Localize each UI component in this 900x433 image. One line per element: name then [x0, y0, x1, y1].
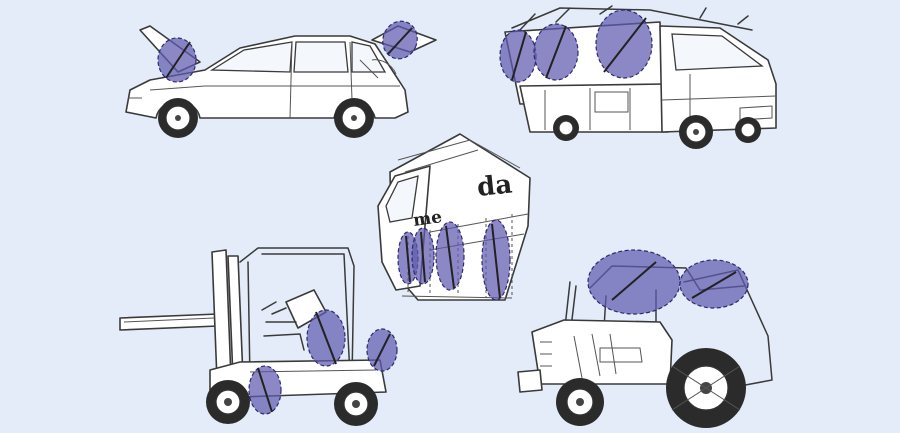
delivery-van-vehicle — [499, 5, 777, 149]
tractor-cab-window-strut-highlight — [587, 249, 681, 315]
truck-trailer-vehicle: da me — [377, 133, 531, 301]
suv-hood-strut-highlight — [157, 37, 197, 83]
suv-vehicle — [125, 20, 437, 138]
suv-tailgate-strut-highlight — [382, 20, 418, 60]
tractor-rear-window-strut-highlight — [679, 259, 749, 309]
van-flap-strut-highlight-2 — [533, 23, 579, 81]
trailer-lettering-line2: me — [412, 207, 443, 231]
tractor-vehicle — [517, 249, 773, 428]
forklift-rear-strut-highlight — [366, 328, 398, 372]
forklift-seat-strut-highlight — [306, 309, 346, 367]
trailer-door-strut-highlight-4 — [481, 219, 511, 301]
forklift-hood-strut-highlight — [248, 365, 282, 415]
van-flap-strut-highlight-3 — [595, 9, 653, 79]
forklift-vehicle — [119, 247, 398, 426]
trailer-door-strut-highlight-2 — [411, 227, 435, 285]
trailer-lettering-line1: da — [476, 169, 514, 203]
van-flap-strut-highlight-1 — [499, 29, 537, 83]
trailer-door-strut-highlight-3 — [435, 221, 465, 291]
